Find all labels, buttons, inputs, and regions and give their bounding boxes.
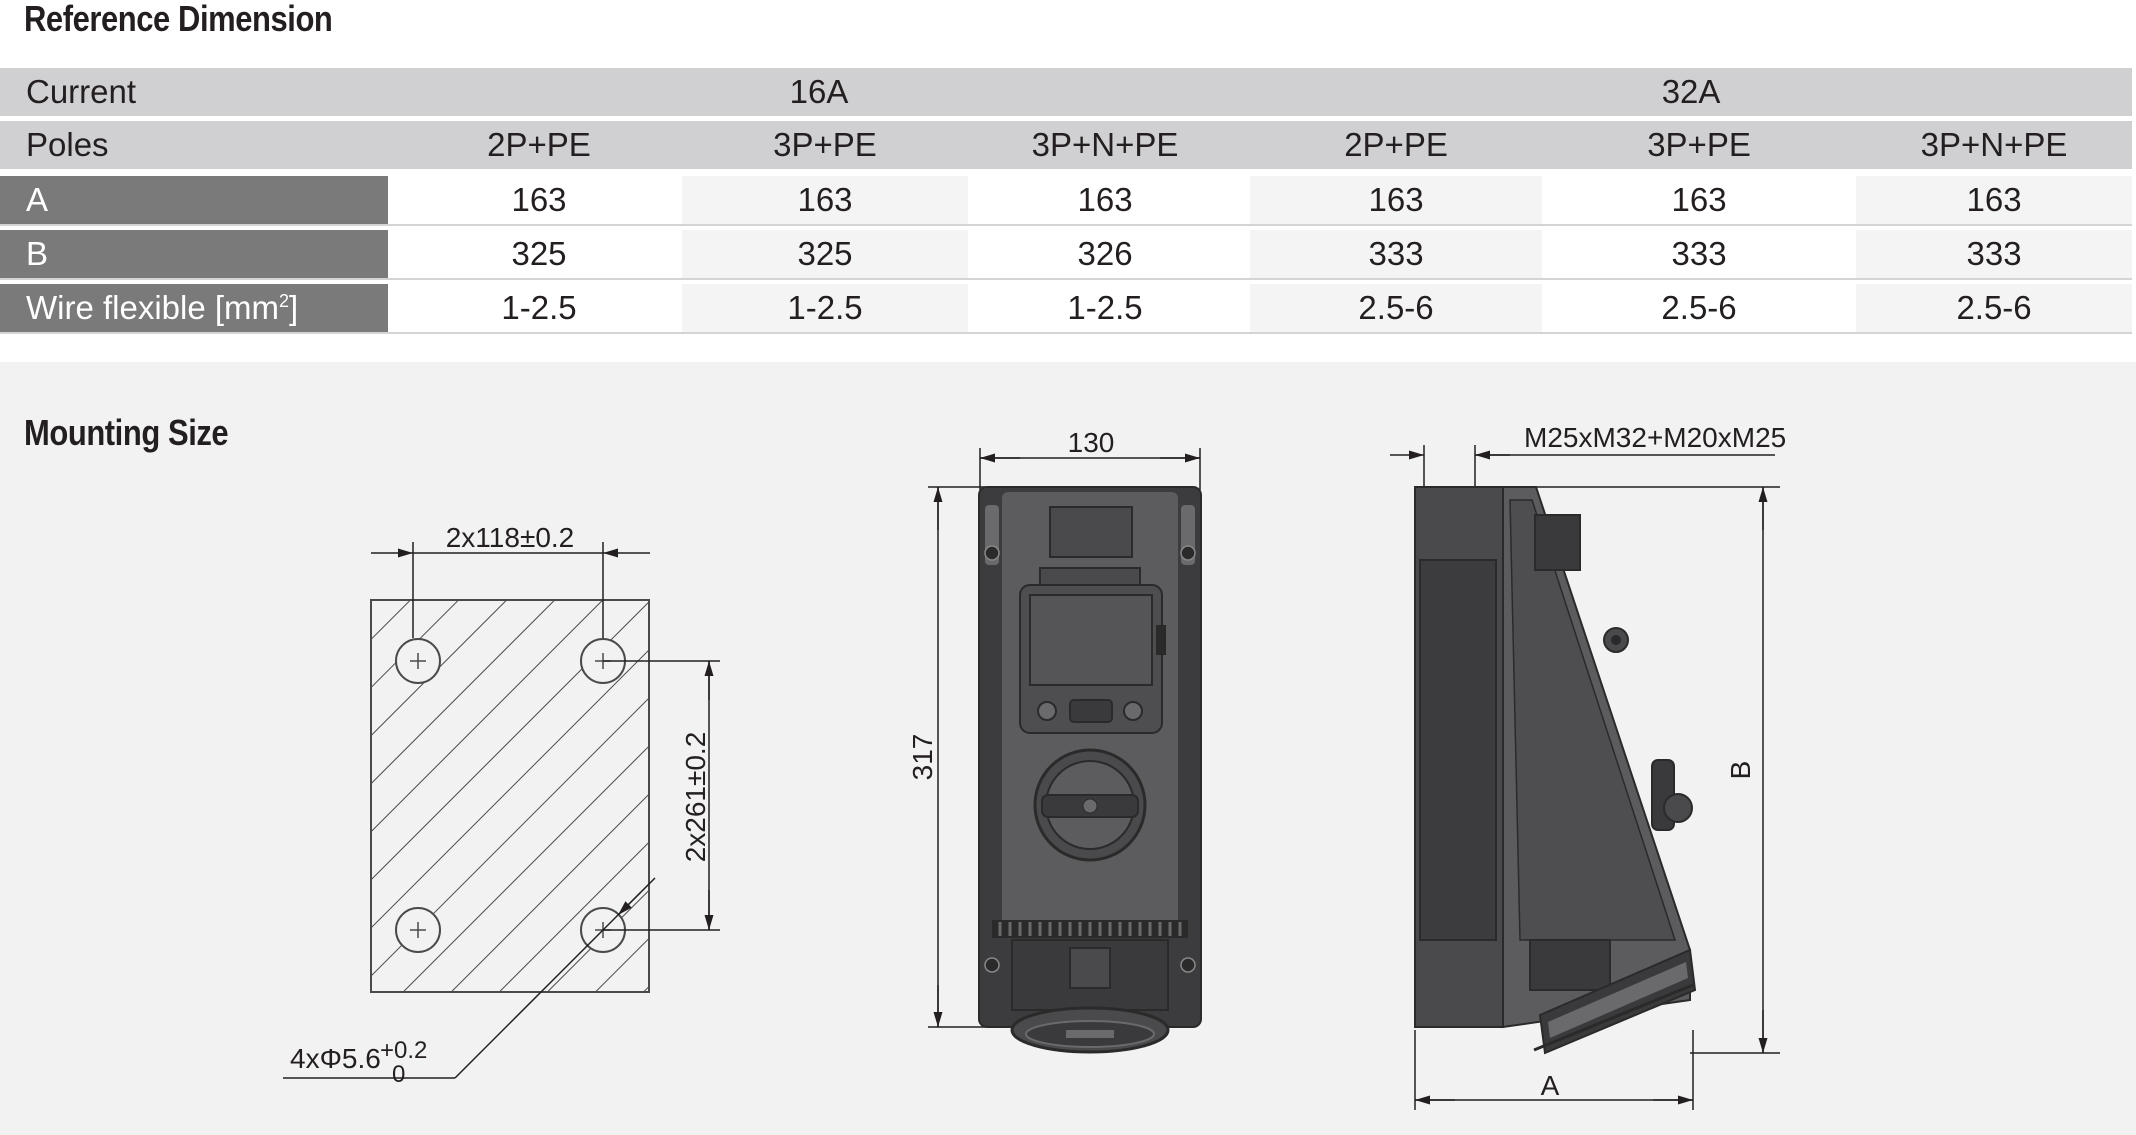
table-cell: 2.5-6 bbox=[1542, 284, 1857, 334]
dim-height-label: 2x261±0.2 bbox=[680, 732, 711, 863]
table-cell: 163 bbox=[396, 176, 682, 226]
front-height-label: 317 bbox=[907, 734, 938, 781]
table-cell: 333 bbox=[1250, 230, 1543, 280]
side-width-label: A bbox=[1541, 1070, 1560, 1101]
reference-dimension-title: Reference Dimension bbox=[24, 0, 333, 39]
row-a: A 163 163 163 163 163 163 bbox=[0, 176, 2133, 226]
table-cell: 163 bbox=[682, 176, 968, 226]
row-wire-label: Wire flexible [mm2] bbox=[0, 284, 388, 334]
table-cell: 163 bbox=[1856, 176, 2133, 226]
row-b-label: B bbox=[0, 230, 388, 280]
row-b: B 325 325 326 333 333 333 bbox=[0, 230, 2133, 280]
row-a-label: A bbox=[0, 176, 388, 226]
table-cell: 333 bbox=[1856, 230, 2133, 280]
hole-tol-upper: +0.2 bbox=[380, 1037, 427, 1064]
reference-dimension-table: Current 16A 32A Poles 2P+PE 3P+PE 3P+N+P… bbox=[0, 68, 2133, 334]
front-width-label: 130 bbox=[1068, 427, 1115, 458]
mounting-size-title: Mounting Size bbox=[24, 412, 229, 453]
current-16a: 16A bbox=[396, 68, 1243, 116]
pole-cell: 3P+N+PE bbox=[1856, 121, 2133, 169]
current-row: Current 16A 32A bbox=[0, 68, 2133, 116]
table-cell: 325 bbox=[396, 230, 682, 280]
pole-cell: 3P+N+PE bbox=[968, 121, 1243, 169]
cable-entry-label: M25xM32+M20xM25 bbox=[1524, 422, 1786, 453]
table-cell: 333 bbox=[1542, 230, 1857, 280]
row-wire: Wire flexible [mm2] 1-2.5 1-2.5 1-2.5 2.… bbox=[0, 284, 2133, 334]
current-32a: 32A bbox=[1250, 68, 2133, 116]
poles-row: Poles 2P+PE 3P+PE 3P+N+PE 2P+PE 3P+PE 3P… bbox=[0, 121, 2133, 169]
hole-spec-label: 4xΦ5.6 bbox=[290, 1043, 381, 1074]
label-window bbox=[1049, 506, 1133, 558]
table-cell: 326 bbox=[968, 230, 1243, 280]
table-cell: 1-2.5 bbox=[968, 284, 1243, 334]
wire-label-text: Wire flexible [mm bbox=[26, 289, 280, 326]
pole-cell: 3P+PE bbox=[682, 121, 968, 169]
wire-label-close: ] bbox=[289, 289, 299, 326]
dim-width-label: 2x118±0.2 bbox=[446, 522, 575, 553]
table-cell: 163 bbox=[1250, 176, 1543, 226]
hole-tol-lower: 0 bbox=[392, 1061, 405, 1088]
table-cell: 2.5-6 bbox=[1250, 284, 1543, 334]
current-label: Current bbox=[0, 68, 388, 116]
front-view-drawing: 130 317 bbox=[907, 427, 1202, 1054]
table-cell: 2.5-6 bbox=[1856, 284, 2133, 334]
table-cell: 325 bbox=[682, 230, 968, 280]
table-cell: 163 bbox=[1542, 176, 1857, 226]
table-cell: 1-2.5 bbox=[396, 284, 682, 334]
wire-label-sup: 2 bbox=[279, 291, 290, 311]
side-view-drawing: M25xM32+M20xM25 B A bbox=[1390, 422, 1786, 1110]
table-cell: 163 bbox=[968, 176, 1243, 226]
side-height-label: B bbox=[1725, 761, 1756, 780]
pole-cell: 2P+PE bbox=[396, 121, 682, 169]
poles-label: Poles bbox=[0, 121, 388, 169]
table-cell: 1-2.5 bbox=[682, 284, 968, 334]
mounting-plate-drawing: 2x118±0.2 2x261±0.2 4xΦ5.6 +0.2 0 bbox=[283, 522, 720, 1088]
pole-cell: 2P+PE bbox=[1250, 121, 1543, 169]
pole-cell: 3P+PE bbox=[1542, 121, 1857, 169]
